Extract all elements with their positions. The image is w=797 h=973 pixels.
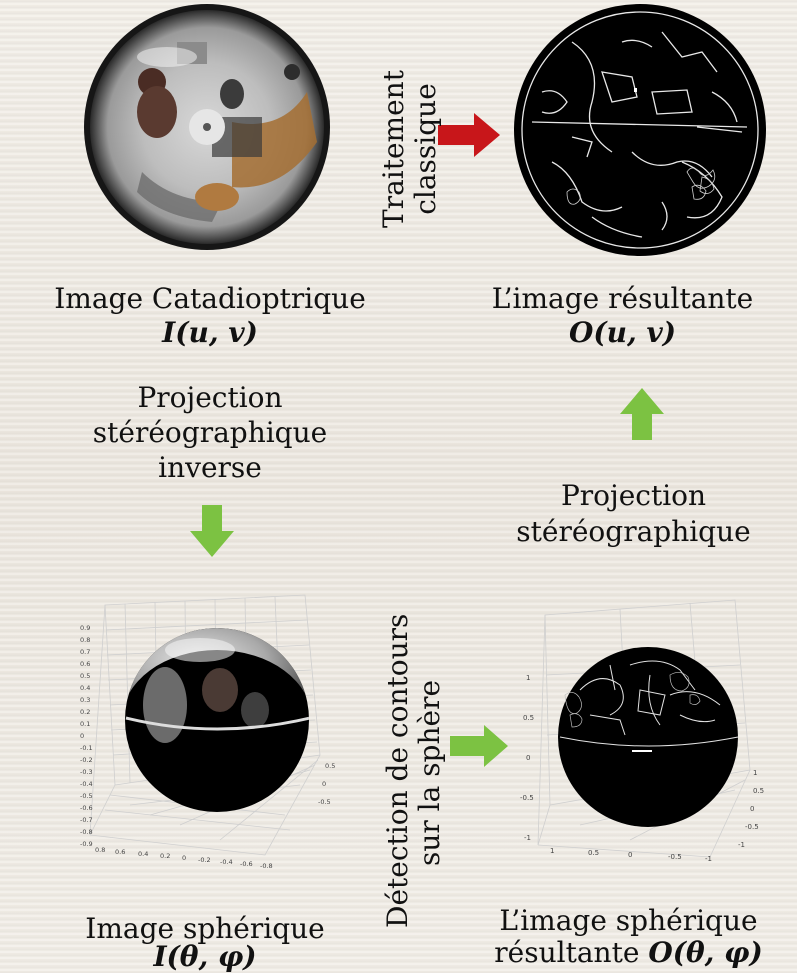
svg-text:0.6: 0.6 <box>80 660 90 668</box>
result-sphere-caption: L’image sphérique résultante O(θ, φ) <box>494 904 763 969</box>
svg-text:1: 1 <box>753 769 757 777</box>
spherical-image-formula: I(θ, φ) <box>153 940 257 973</box>
result-sphere-plot: 1 0.5 0 -0.5 -1 1 0.5 0 -0.5 -1 1 0.5 0 … <box>520 595 780 865</box>
svg-text:1: 1 <box>526 674 530 682</box>
svg-text:-0.8: -0.8 <box>260 862 273 870</box>
svg-text:-0.2: -0.2 <box>80 756 93 764</box>
svg-text:-0.7: -0.7 <box>80 816 93 824</box>
svg-text:-0.9: -0.9 <box>80 840 93 848</box>
svg-text:-0.4: -0.4 <box>220 858 233 866</box>
svg-text:0: 0 <box>628 851 632 859</box>
svg-text:-0.2: -0.2 <box>198 856 211 864</box>
svg-text:-0.5: -0.5 <box>668 853 682 861</box>
svg-text:0.5: 0.5 <box>80 672 90 680</box>
green-arrow-right-icon <box>450 725 508 767</box>
svg-text:0.5: 0.5 <box>325 762 335 770</box>
catadioptric-image <box>82 2 332 252</box>
green-arrow-up-icon <box>620 388 664 440</box>
svg-text:-0.5: -0.5 <box>80 792 93 800</box>
red-arrow-icon <box>438 113 500 157</box>
svg-text:0: 0 <box>750 805 754 813</box>
catadioptric-formula: I(u, v) <box>162 316 258 349</box>
edge-result-image <box>512 2 768 258</box>
svg-text:-0.6: -0.6 <box>80 804 93 812</box>
svg-text:0.4: 0.4 <box>138 850 148 858</box>
svg-text:0.3: 0.3 <box>80 696 90 704</box>
svg-text:0.1: 0.1 <box>80 720 90 728</box>
spherical-image-plot: 0.9 0.8 0.7 0.6 0.5 0.4 0.3 0.2 0.1 0 -0… <box>70 590 345 870</box>
result-caption: L’image résultante O(u, v) <box>450 282 795 350</box>
svg-text:0.8: 0.8 <box>80 636 90 644</box>
svg-text:-0.5: -0.5 <box>745 823 759 831</box>
svg-text:0.4: 0.4 <box>80 684 90 692</box>
svg-text:0.9: 0.9 <box>80 624 90 632</box>
svg-text:1: 1 <box>550 847 554 855</box>
svg-text:0: 0 <box>526 754 530 762</box>
result-sphere-formula: O(θ, φ) <box>648 936 763 969</box>
svg-text:0.8: 0.8 <box>95 846 105 854</box>
svg-text:0.5: 0.5 <box>523 714 534 722</box>
svg-text:-0.6: -0.6 <box>240 860 253 868</box>
result-sphere-caption-resultante: résultante <box>494 936 640 969</box>
projection-label: Projection stéréographique <box>516 479 751 548</box>
svg-text:-0.1: -0.1 <box>80 744 93 752</box>
contour-detection-label: Détection de contours sur la sphère <box>381 613 446 928</box>
svg-text:0.2: 0.2 <box>80 708 90 716</box>
svg-text:0.7: 0.7 <box>80 648 90 656</box>
svg-text:-0.4: -0.4 <box>80 780 93 788</box>
svg-text:0: 0 <box>322 780 326 788</box>
svg-text:0: 0 <box>182 854 186 862</box>
svg-text:-1: -1 <box>524 834 531 842</box>
inverse-projection-label: Projection stéréographique inverse <box>92 381 328 484</box>
svg-text:0.2: 0.2 <box>160 852 170 860</box>
svg-text:0.5: 0.5 <box>588 849 599 857</box>
green-arrow-down-icon <box>190 505 234 557</box>
svg-text:0.6: 0.6 <box>115 848 125 856</box>
catadioptric-caption: Image Catadioptrique I(u, v) <box>20 282 400 350</box>
svg-text:-1: -1 <box>705 855 712 863</box>
svg-text:-0.8: -0.8 <box>80 828 93 836</box>
svg-text:-0.5: -0.5 <box>520 794 534 802</box>
classic-processing-label: Traitement classique <box>377 70 442 228</box>
svg-text:-1: -1 <box>738 841 745 849</box>
svg-text:0.5: 0.5 <box>753 787 764 795</box>
svg-text:-0.3: -0.3 <box>80 768 93 776</box>
result-formula: O(u, v) <box>568 316 676 349</box>
svg-text:0: 0 <box>80 732 84 740</box>
svg-text:-0.5: -0.5 <box>318 798 331 806</box>
spherical-image-caption: Image sphérique I(θ, φ) <box>40 915 370 971</box>
